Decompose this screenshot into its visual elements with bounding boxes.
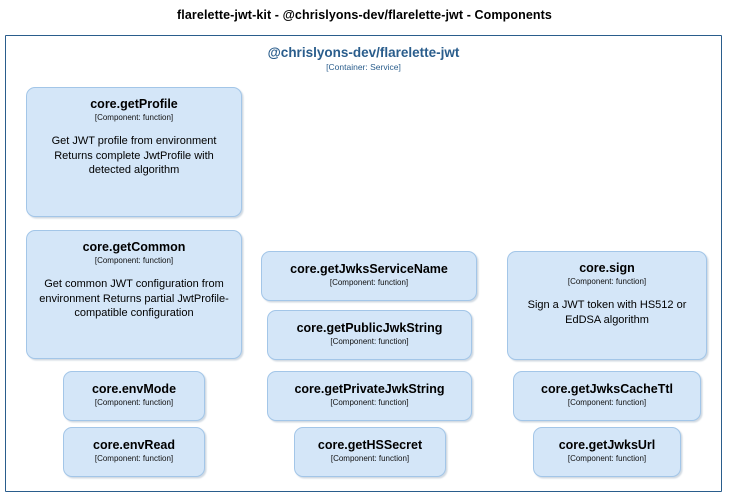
container-technology: [Container: Service] [326,62,401,72]
component-name: core.getHSSecret [317,438,423,452]
component-name: core.envMode [91,382,177,396]
component-technology: [Component: function] [330,398,409,407]
component-description: Get JWT profile from environment Returns… [51,135,217,176]
container-heading: @chrislyons-dev/flarelette-jwt [Containe… [6,44,721,73]
container-boundary-flarelette-jwt: @chrislyons-dev/flarelette-jwt [Containe… [5,35,722,492]
component-core-sign[interactable]: core.sign [Component: function] Sign a J… [507,251,707,360]
component-technology: [Component: function] [94,256,174,265]
component-core-getjwksservicename[interactable]: core.getJwksServiceName [Component: func… [261,251,477,301]
component-description: Sign a JWT token with HS512 or EdDSA alg… [527,299,687,326]
component-core-getcommon[interactable]: core.getCommon [Component: function] Get… [26,230,242,359]
component-name: core.getPrivateJwkString [294,382,445,396]
component-core-getjwkscachettl[interactable]: core.getJwksCacheTtl [Component: functio… [513,371,701,421]
component-core-getprofile[interactable]: core.getProfile [Component: function] Ge… [26,87,242,217]
component-technology: [Component: function] [329,278,409,287]
component-core-getjwksurl[interactable]: core.getJwksUrl [Component: function] [533,427,681,477]
component-technology: [Component: function] [567,398,647,407]
component-description: Get common JWT configuration from enviro… [39,278,229,319]
component-name: core.getProfile [90,97,178,111]
component-core-envread[interactable]: core.envRead [Component: function] [63,427,205,477]
component-name: core.envRead [93,438,175,452]
component-technology: [Component: function] [94,398,174,407]
component-name: core.getJwksUrl [558,438,656,452]
component-technology: [Component: function] [330,337,409,346]
component-core-getprivatejwkstring[interactable]: core.getPrivateJwkString [Component: fun… [267,371,472,421]
component-core-getpublicjwkstring[interactable]: core.getPublicJwkString [Component: func… [267,310,472,360]
component-name: core.getPublicJwkString [296,321,443,335]
container-name: @chrislyons-dev/flarelette-jwt [267,45,460,60]
component-technology: [Component: function] [567,277,647,286]
component-name: core.sign [579,261,635,275]
component-core-envmode[interactable]: core.envMode [Component: function] [63,371,205,421]
component-name: core.getJwksCacheTtl [541,382,673,396]
component-technology: [Component: function] [330,454,410,463]
component-technology: [Component: function] [94,454,174,463]
component-technology: [Component: function] [567,454,647,463]
component-core-gethssecret[interactable]: core.getHSSecret [Component: function] [294,427,446,477]
component-name: core.getJwksServiceName [290,262,448,276]
component-name: core.getCommon [82,240,186,254]
component-technology: [Component: function] [94,113,174,122]
page-title: flarelette-jwt-kit - @chrislyons-dev/fla… [177,8,552,22]
